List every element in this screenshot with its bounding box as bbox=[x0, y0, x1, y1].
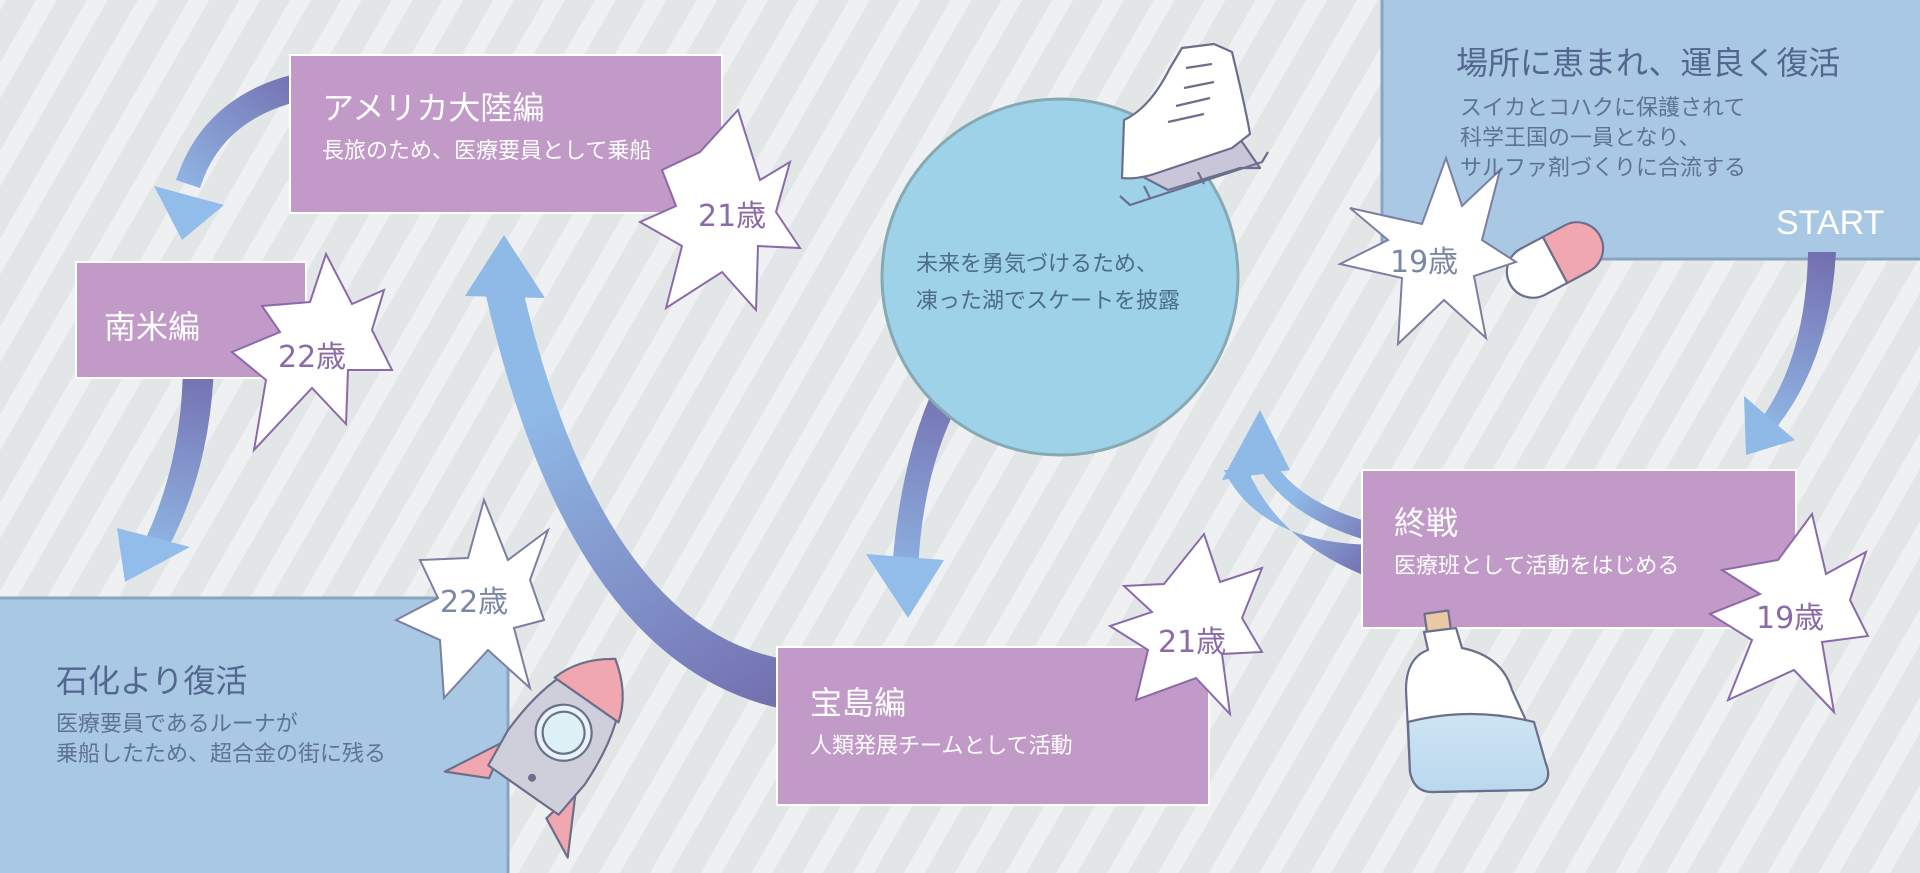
age-burst-petrified bbox=[393, 496, 551, 701]
arrow-america-to-south-america bbox=[154, 72, 304, 240]
age-label-petrified: 22歳 bbox=[440, 585, 508, 620]
age-label-treasure-island: 21歳 bbox=[1158, 625, 1226, 660]
skating-circle bbox=[880, 97, 1240, 457]
revival-title: 場所に恵まれ、運良く復活 bbox=[1456, 44, 1841, 82]
america-subtitle: 長旅のため、医療要員として乗船 bbox=[322, 139, 652, 164]
revival-line-2: 科学王国の一員となり、 bbox=[1460, 126, 1701, 151]
petrified-title: 石化より復活 bbox=[56, 662, 248, 700]
age-burst-america bbox=[637, 108, 802, 313]
skating-line-2: 凍った湖でスケートを披露 bbox=[916, 289, 1181, 314]
age-burst-south-america bbox=[230, 251, 394, 454]
rocket-icon bbox=[443, 657, 624, 859]
age-label-south-america: 22歳 bbox=[278, 340, 346, 375]
ice-skate-icon bbox=[1119, 42, 1269, 207]
treasure-island-title: 宝島編 bbox=[810, 684, 907, 722]
arrow-skating-to-treasure-island bbox=[866, 383, 962, 618]
america-box bbox=[289, 54, 723, 214]
petrified-line-1: 医療要員であるルーナが bbox=[56, 712, 298, 737]
start-label: START bbox=[1776, 204, 1885, 242]
capsule-pill-icon bbox=[1505, 221, 1605, 299]
age-label-end-of-war: 19歳 bbox=[1756, 601, 1824, 636]
arrow-end-of-war-to-skating bbox=[1222, 410, 1381, 580]
petrified-line-2: 乗船したため、超合金の街に残る bbox=[56, 742, 387, 767]
age-burst-treasure-island bbox=[1107, 531, 1264, 717]
america-title: アメリカ大陸編 bbox=[322, 89, 545, 127]
arrow-treasure-island-to-america bbox=[465, 235, 778, 708]
medicine-bottle-icon bbox=[1404, 609, 1550, 794]
skating-line-1: 未来を勇気づけるため、 bbox=[916, 252, 1159, 277]
petrified-panel bbox=[0, 596, 510, 873]
treasure-island-box bbox=[776, 646, 1210, 806]
treasure-island-subtitle: 人類発展チームとして活動 bbox=[810, 734, 1073, 759]
age-burst-revival bbox=[1337, 154, 1519, 347]
revival-line-3: サルファ剤づくりに合流する bbox=[1460, 156, 1747, 181]
end-of-war-title: 終戦 bbox=[1394, 504, 1459, 542]
age-burst-end-of-war bbox=[1707, 511, 1870, 716]
end-of-war-subtitle: 医療班として活動をはじめる bbox=[1394, 554, 1680, 579]
revival-line-1: スイカとコハクに保護されて bbox=[1460, 96, 1746, 121]
end-of-war-box bbox=[1361, 469, 1797, 629]
arrow-start-to-end-of-war bbox=[1744, 252, 1836, 455]
arrow-south-america-to-petrified bbox=[117, 366, 214, 582]
age-label-america: 21歳 bbox=[698, 199, 766, 234]
south-america-title: 南米編 bbox=[104, 308, 201, 346]
age-label-revival: 19歳 bbox=[1390, 245, 1458, 280]
